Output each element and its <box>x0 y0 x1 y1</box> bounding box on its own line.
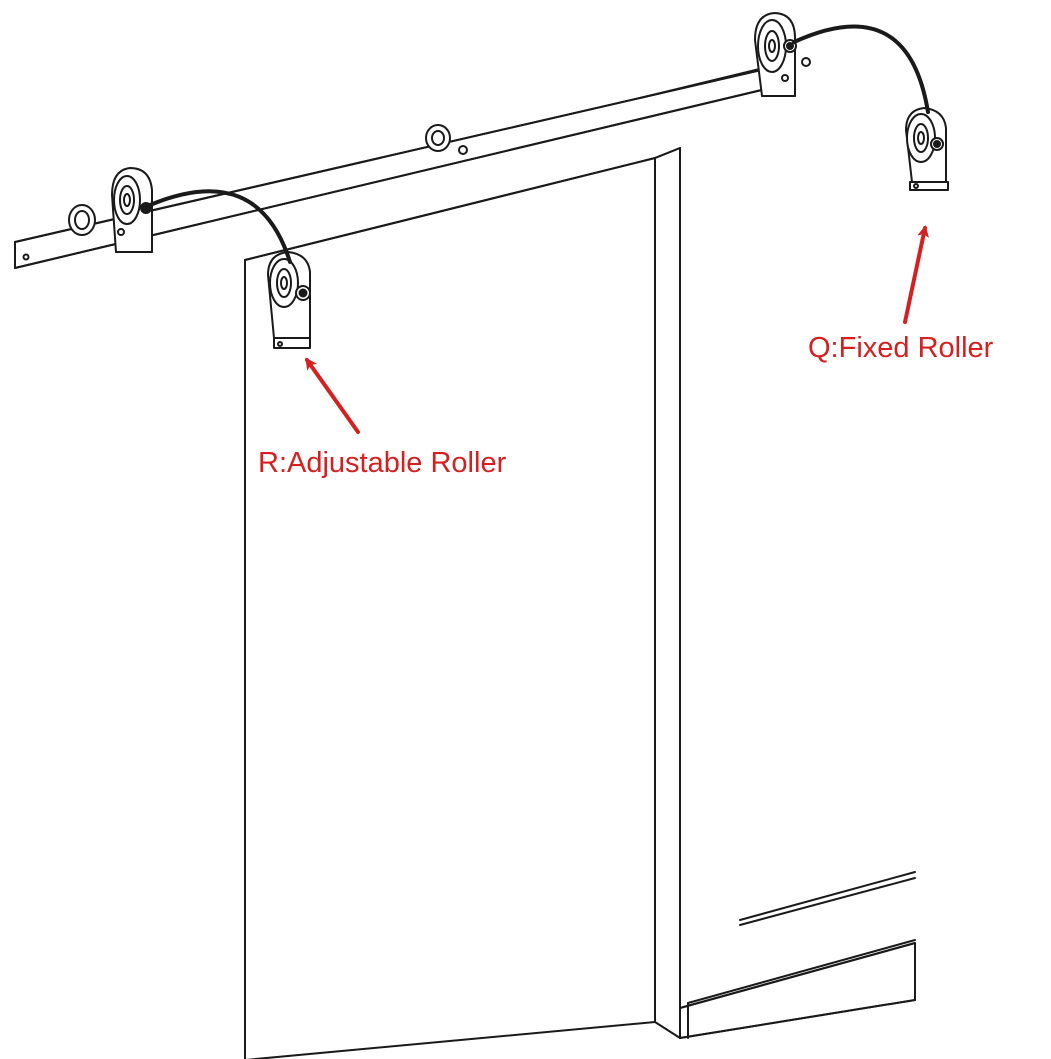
arrow-fixed-roller <box>903 225 929 324</box>
arrow-adjustable-roller <box>305 357 360 434</box>
fixed-roller-q <box>905 107 949 191</box>
track-stopper-middle <box>425 124 451 152</box>
arc-left-connector <box>148 189 292 264</box>
track-stopper-left <box>68 204 96 236</box>
arc-right-connector <box>792 24 930 114</box>
hanger-roller-left-mounted <box>111 167 153 253</box>
fixed-roller-label: Q:Fixed Roller <box>808 334 994 363</box>
hanger-roller-right-mounted <box>754 12 797 97</box>
adjustable-roller-label: R:Adjustable Roller <box>258 447 507 479</box>
floor-baseboard <box>679 871 916 1039</box>
adjustable-roller-r <box>267 251 311 349</box>
